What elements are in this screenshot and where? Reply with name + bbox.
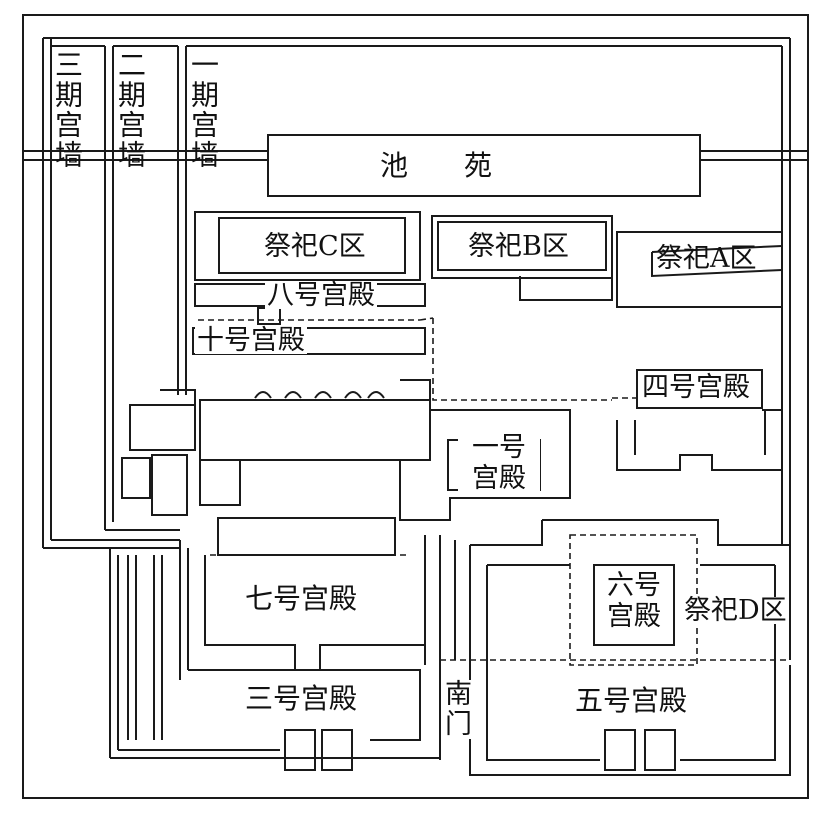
south-gate-passage <box>424 535 790 760</box>
palace-5-label: 五号宫殿 <box>575 684 688 717</box>
sacrifice-d-label: 祭祀D区 <box>682 595 789 626</box>
sacrifice-c-label: 祭祀C区 <box>262 231 368 262</box>
palace-1-label: 一号宫殿 <box>458 432 540 495</box>
palace-7-label: 七号宫殿 <box>245 582 358 615</box>
palace-10-outline <box>192 327 426 355</box>
sacrifice-c-inner <box>218 217 406 274</box>
palace-6-label: 六号宫殿 <box>607 570 661 633</box>
pond-label: 池 苑 <box>380 149 493 182</box>
outer-frame <box>22 14 809 799</box>
sacrifice-a-outer <box>616 231 783 308</box>
phase3-wall-label: 三期宫墙 <box>51 50 84 170</box>
sacrifice-b-outer <box>431 215 613 279</box>
sacrifice-b-inner <box>437 221 607 271</box>
sacrifice-b-label: 祭祀B区 <box>466 231 571 262</box>
palace-5-complex <box>469 545 791 776</box>
phase2-wall-label: 二期宫墙 <box>114 50 147 170</box>
sacrifice-a-label: 祭祀A区 <box>656 243 757 274</box>
south-gate-label: 南门 <box>443 680 477 740</box>
sacrifice-c-outer <box>194 211 421 281</box>
palace-4-complex <box>612 369 783 471</box>
palace-4-label: 四号宫殿 <box>640 372 752 403</box>
palace-3-complex <box>188 669 421 771</box>
phase-walls <box>23 37 808 549</box>
phase1-wall-label: 一期宫墙 <box>187 50 220 170</box>
sacrifice-a-inner <box>651 245 783 278</box>
pond-outline <box>267 134 701 197</box>
palace-10-label: 十号宫殿 <box>195 325 307 356</box>
palace-3-label: 三号宫殿 <box>245 682 358 715</box>
west-corridors <box>109 540 440 759</box>
sacrifice-d-complex <box>470 519 791 666</box>
palace-8-label: 八号宫殿 <box>265 280 377 311</box>
